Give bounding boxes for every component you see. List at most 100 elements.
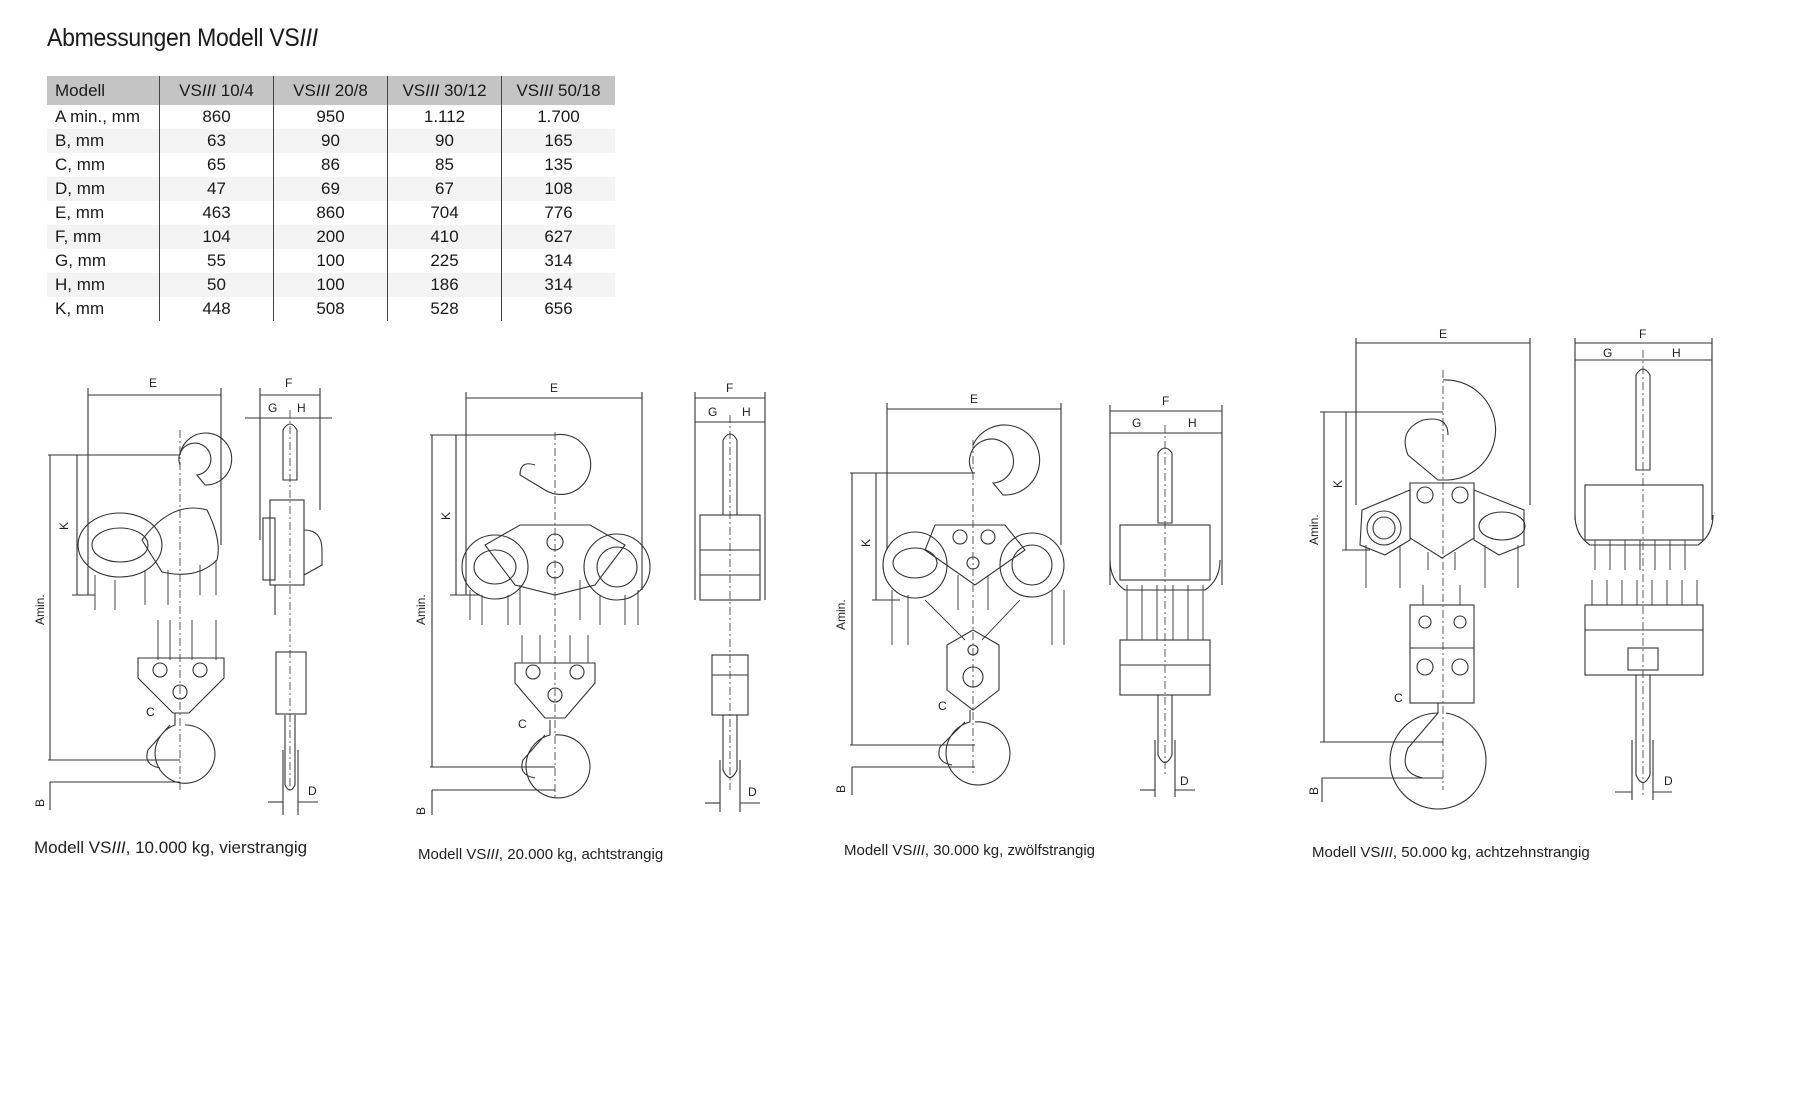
table-cell: 50 [159, 273, 274, 297]
table-cell: 528 [387, 297, 502, 321]
column-header-modell: Modell [47, 76, 160, 105]
dim-label-f: F [285, 376, 292, 390]
row-label: D, mm [47, 177, 160, 201]
dim-label-amin: Amin. [1307, 514, 1321, 545]
dimensions-table: Modell VSIII 10/4 VSIII 20/8 VSIII 30/12… [47, 76, 615, 321]
table-cell: 65 [159, 153, 274, 177]
table-cell: 67 [387, 177, 502, 201]
dimension-labels: E F G H K Amin. B C D [33, 376, 317, 807]
table-cell: 508 [273, 297, 388, 321]
title-text: Abmessungen Modell VS [47, 24, 300, 52]
table-cell: 463 [159, 201, 274, 225]
dim-label-amin: Amin. [33, 594, 47, 625]
drawing-vs-30t: E F G H K Amin. B C D [830, 385, 1270, 825]
row-label: C, mm [55, 155, 106, 174]
row-label: B, mm [47, 129, 160, 153]
table-cell: 135 [501, 153, 615, 177]
dim-label-g: G [1132, 416, 1141, 430]
table-cell: 90 [387, 129, 502, 153]
dim-label-d: D [1180, 774, 1189, 788]
table-cell: 314 [501, 273, 615, 297]
title-italic: III [299, 24, 318, 52]
dim-label-c: C [518, 717, 527, 731]
dimension-labels: E F G H K Amin. B C D [834, 392, 1197, 793]
table-cell: 104 [159, 225, 274, 249]
dim-label-d: D [1664, 774, 1673, 788]
table-cell: 950 [273, 105, 388, 129]
column-header-model: VSIII 50/18 [501, 76, 615, 105]
table-cell: 55 [159, 249, 274, 273]
table-cell: 85 [387, 153, 502, 177]
dim-label-b: B [1307, 787, 1321, 795]
table-cell: 100 [273, 273, 388, 297]
dim-label-k: K [57, 522, 71, 530]
dim-label-e: E [1439, 327, 1447, 341]
dim-label-g: G [708, 405, 717, 419]
drawing-caption-10t: Modell VSIII, 10.000 kg, vierstrangig [34, 838, 308, 857]
dim-label-d: D [748, 785, 757, 799]
dim-label-b: B [33, 799, 47, 807]
dim-label-h: H [297, 401, 306, 415]
dim-label-amin: Amin. [834, 599, 848, 630]
table-header-row: Modell VSIII 10/4 VSIII 20/8 VSIII 30/12… [47, 76, 615, 105]
drawing-vs-50t: E F G H K Amin. B C D [1300, 327, 1780, 810]
drawing-vs-10t: E F G H K Amin. B C D [20, 370, 420, 830]
table-cell: 1.112 [387, 105, 502, 129]
dimension-labels: E F G H K Amin. B C D [414, 381, 757, 815]
drawing-vs-20t: E F G H K Amin. B C D [410, 380, 790, 830]
dim-label-f: F [726, 381, 733, 395]
table-cell: 860 [273, 201, 388, 225]
dim-label-f: F [1162, 394, 1169, 408]
dim-label-e: E [550, 381, 558, 395]
table-cell: 165 [501, 129, 615, 153]
table-cell: 314 [501, 249, 615, 273]
dim-label-d: D [308, 784, 317, 798]
table-cell: 186 [387, 273, 502, 297]
dim-label-k: K [859, 539, 873, 547]
table-cell: 108 [501, 177, 615, 201]
table-cell: 47 [159, 177, 274, 201]
dim-label-h: H [1188, 416, 1197, 430]
table-cell: 448 [159, 297, 274, 321]
dim-label-b: B [834, 785, 848, 793]
dim-label-amin: Amin. [414, 594, 428, 625]
drawing-caption-50t: Modell VSIII, 50.000 kg, achtzehnstrangi… [1312, 844, 1590, 861]
dim-label-c: C [146, 705, 155, 719]
table-cell: 69 [273, 177, 388, 201]
table-cell: 776 [501, 201, 615, 225]
technical-drawing-20t: E F G H K Amin. B C D [414, 381, 766, 815]
drawing-caption-20t: Modell VSIII, 20.000 kg, achtstrangig [418, 846, 664, 863]
technical-drawing-50t: E F G H K Amin. B C D [1307, 327, 1714, 810]
dim-label-e: E [149, 376, 157, 390]
table-cell: 627 [501, 225, 615, 249]
dim-label-k: K [439, 512, 453, 520]
dimension-labels: E F G H K Amin. B C D [1307, 327, 1681, 795]
dim-label-b: B [414, 807, 428, 815]
dim-label-h: H [1672, 346, 1681, 360]
row-label: A min., mm [55, 107, 141, 126]
column-header-model: VSIII 30/12 [387, 76, 502, 105]
dim-label-g: G [1603, 346, 1612, 360]
table-cell: 63 [159, 129, 274, 153]
table-cell: 410 [387, 225, 502, 249]
dim-label-c: C [938, 699, 947, 713]
table-cell: 200 [273, 225, 388, 249]
dim-label-e: E [970, 392, 978, 406]
row-label: E, mm [55, 203, 105, 222]
table-cell: 100 [273, 249, 388, 273]
dim-label-k: K [1331, 480, 1345, 488]
table-cell: 225 [387, 249, 502, 273]
dim-label-f: F [1639, 327, 1646, 341]
drawing-caption-30t: Modell VSIII, 30.000 kg, zwölfstrangig [844, 842, 1095, 859]
table-cell: 86 [273, 153, 388, 177]
table-cell: 704 [387, 201, 502, 225]
